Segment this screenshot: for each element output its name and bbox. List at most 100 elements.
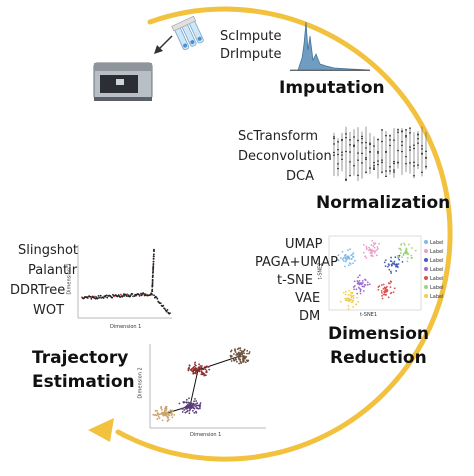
step-title-estimation: Estimation (32, 372, 135, 392)
cluster-point (337, 254, 340, 257)
trajectory-cell (197, 369, 199, 371)
trajectory-cell (193, 407, 196, 410)
trajectory-cell (186, 409, 189, 412)
trajectory-cell (234, 351, 237, 353)
violin-point (345, 178, 347, 180)
trajectory-point (99, 296, 101, 299)
trajectory-cell (248, 352, 250, 355)
cluster-point (397, 263, 400, 265)
trajectory-cell (183, 409, 186, 411)
cluster-point (384, 265, 387, 268)
cluster-point (356, 292, 359, 295)
trajectory-cell (171, 416, 174, 419)
cluster-point (344, 297, 347, 300)
trajectory-point (129, 295, 132, 298)
cluster-point (366, 283, 369, 286)
cluster-point (383, 261, 386, 264)
violin-point (357, 159, 359, 161)
violin-point (369, 151, 371, 153)
cluster-point (365, 257, 368, 259)
dimred-ylabel: t-SNE2 (317, 262, 324, 280)
trajectory-point (127, 294, 130, 297)
cluster-point (349, 299, 351, 302)
step-title-imputation: Imputation (279, 78, 385, 98)
trajectory-cell (235, 360, 238, 363)
trajectory-point (105, 294, 108, 297)
trajectory-point (122, 295, 124, 297)
cluster-point (400, 243, 403, 246)
step-title-dimension: Dimension (328, 324, 430, 344)
cluster-point (339, 300, 342, 303)
cluster-point (365, 245, 368, 248)
cluster-point (377, 288, 380, 291)
cluster-point (392, 291, 395, 294)
cluster-point (399, 248, 402, 250)
cluster-point (353, 259, 356, 262)
cluster-point (347, 297, 350, 300)
cluster-point (373, 243, 376, 246)
cluster-points (337, 239, 417, 311)
violin-point (357, 152, 359, 154)
trajectory-cell (200, 365, 203, 367)
cluster-point (347, 293, 350, 296)
trajectory-graph-plot (149, 344, 266, 429)
trajectory-cell (203, 368, 205, 370)
cluster-point (404, 251, 406, 254)
violin-point (413, 147, 415, 150)
violin-point (349, 139, 351, 141)
violin-point (369, 167, 371, 169)
cluster-point (381, 294, 383, 297)
cluster-point (347, 264, 350, 267)
imputation-density-plot (290, 21, 370, 71)
trajectory-cell (163, 411, 165, 414)
trajectory-cell (190, 369, 192, 372)
cluster-point (387, 296, 390, 299)
tool-sctransform: ScTransform (238, 129, 319, 144)
cluster-point (390, 291, 393, 294)
trajectory-point (153, 294, 155, 297)
violin-point (401, 131, 403, 133)
trajectory-point (151, 288, 154, 291)
trajectory2-xlabel: Dimension 1 (190, 432, 222, 438)
cluster-point (361, 280, 364, 282)
cluster-point (344, 260, 347, 263)
cluster-point (346, 255, 349, 258)
legend-swatch (424, 294, 428, 298)
cluster-point (362, 244, 365, 246)
violin-point (381, 161, 383, 164)
trajectory-cell (160, 407, 163, 410)
trajectory-cell (191, 370, 194, 373)
trajectory-point (111, 296, 114, 299)
trajectory-cell (242, 358, 245, 360)
trajectory-point (117, 294, 120, 296)
cluster-point (342, 260, 345, 262)
trajectory-cell (241, 350, 243, 353)
trajectory-cell (239, 349, 242, 352)
trajectory-cell (195, 372, 197, 375)
cluster-point (388, 282, 391, 285)
legend-label: Label (430, 285, 444, 291)
trajectory-cell (234, 349, 236, 352)
trajectory-cell (195, 411, 198, 414)
cluster-point (406, 260, 409, 263)
trajectory-cell (244, 357, 246, 360)
cluster-point (341, 258, 344, 261)
trajectory-cell (163, 407, 166, 410)
trajectory-cell (241, 352, 244, 354)
legend-label: Label (430, 240, 444, 246)
violin-point (333, 151, 335, 154)
violin-point (373, 145, 375, 147)
cluster-point (372, 245, 375, 248)
trajectory-cell (187, 369, 190, 372)
violin-point (409, 149, 411, 151)
cluster-point (352, 306, 354, 308)
cluster-point (385, 293, 387, 296)
trajectory-edge (189, 369, 199, 407)
violin-point (417, 138, 419, 140)
cluster-point (371, 254, 374, 257)
violin-point (361, 138, 363, 140)
cluster-point (401, 260, 404, 263)
step-title-trajectory: Trajectory (32, 348, 129, 368)
violin-point (337, 153, 339, 156)
cluster-point (359, 282, 361, 285)
